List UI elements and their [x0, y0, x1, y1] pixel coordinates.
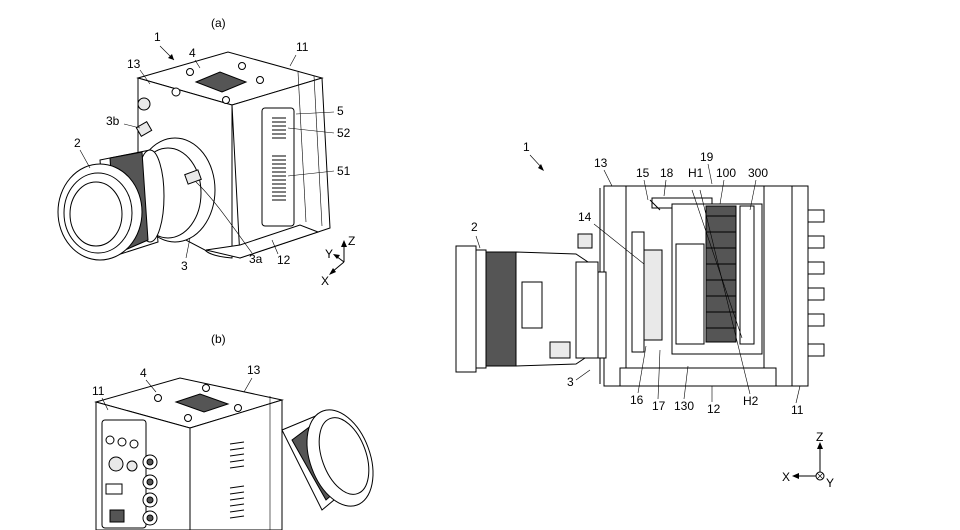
axis-side-y-label: Y — [826, 476, 834, 490]
label-51: 51 — [337, 164, 351, 178]
side-vent-52 — [272, 117, 286, 139]
axis-side-x-label: X — [782, 470, 790, 484]
label-3a: 3a — [249, 252, 263, 266]
axis-side-z-label: Z — [816, 430, 823, 444]
label-side-300: 300 — [748, 166, 768, 180]
label-side-15: 15 — [636, 166, 650, 180]
label-side-1: 1 — [523, 140, 530, 154]
axis-x-label: X — [321, 274, 329, 288]
label-5: 5 — [337, 104, 344, 118]
label-side-3: 3 — [567, 375, 574, 389]
camera-body-b — [94, 377, 284, 530]
label-side-11: 11 — [791, 403, 804, 417]
axis-indicator-side: Z X Y — [782, 430, 834, 490]
label-11: 11 — [296, 40, 309, 54]
label-side-13: 13 — [594, 156, 608, 170]
label-4: 4 — [189, 46, 196, 60]
label-3: 3 — [181, 259, 188, 273]
label-side-19: 19 — [700, 150, 714, 164]
lens-a — [57, 120, 216, 261]
label-side-H2: H2 — [743, 394, 759, 408]
axis-z-label: Z — [348, 234, 355, 248]
figure-b: (b) — [92, 332, 374, 530]
heatsink-fins — [705, 205, 737, 343]
side-vent-51 — [272, 155, 286, 201]
side-vents-b — [229, 441, 245, 519]
label-side-2: 2 — [471, 220, 478, 234]
label-b-4: 4 — [140, 366, 147, 380]
label-2: 2 — [74, 136, 81, 150]
figure-a-caption: (a) — [211, 16, 226, 30]
label-side-130: 130 — [674, 399, 694, 413]
label-side-14: 14 — [578, 210, 592, 224]
axis-indicator-a: Z Y X — [321, 234, 355, 288]
label-12: 12 — [277, 253, 291, 267]
figure-a: (a) — [57, 16, 355, 288]
label-13: 13 — [127, 57, 141, 71]
label-side-H1: H1 — [688, 166, 704, 180]
figure-side-cutaway: 1 13 15 18 19 H1 100 300 14 2 3 16 17 13… — [455, 140, 834, 490]
lens-b — [281, 409, 374, 511]
label-side-16: 16 — [630, 393, 644, 407]
camera-body-side — [599, 185, 825, 395]
rear-connectors — [807, 209, 825, 357]
label-side-18: 18 — [660, 166, 674, 180]
label-b-13: 13 — [247, 363, 261, 377]
label-side-17: 17 — [652, 399, 666, 413]
label-52: 52 — [337, 126, 351, 140]
label-side-100: 100 — [716, 166, 736, 180]
label-1: 1 — [154, 30, 161, 44]
label-3b: 3b — [106, 114, 120, 128]
figure-b-caption: (b) — [211, 332, 226, 346]
label-side-12: 12 — [707, 402, 721, 416]
lens-side — [455, 233, 607, 373]
label-b-11: 11 — [92, 384, 105, 398]
axis-y-label: Y — [325, 247, 333, 261]
